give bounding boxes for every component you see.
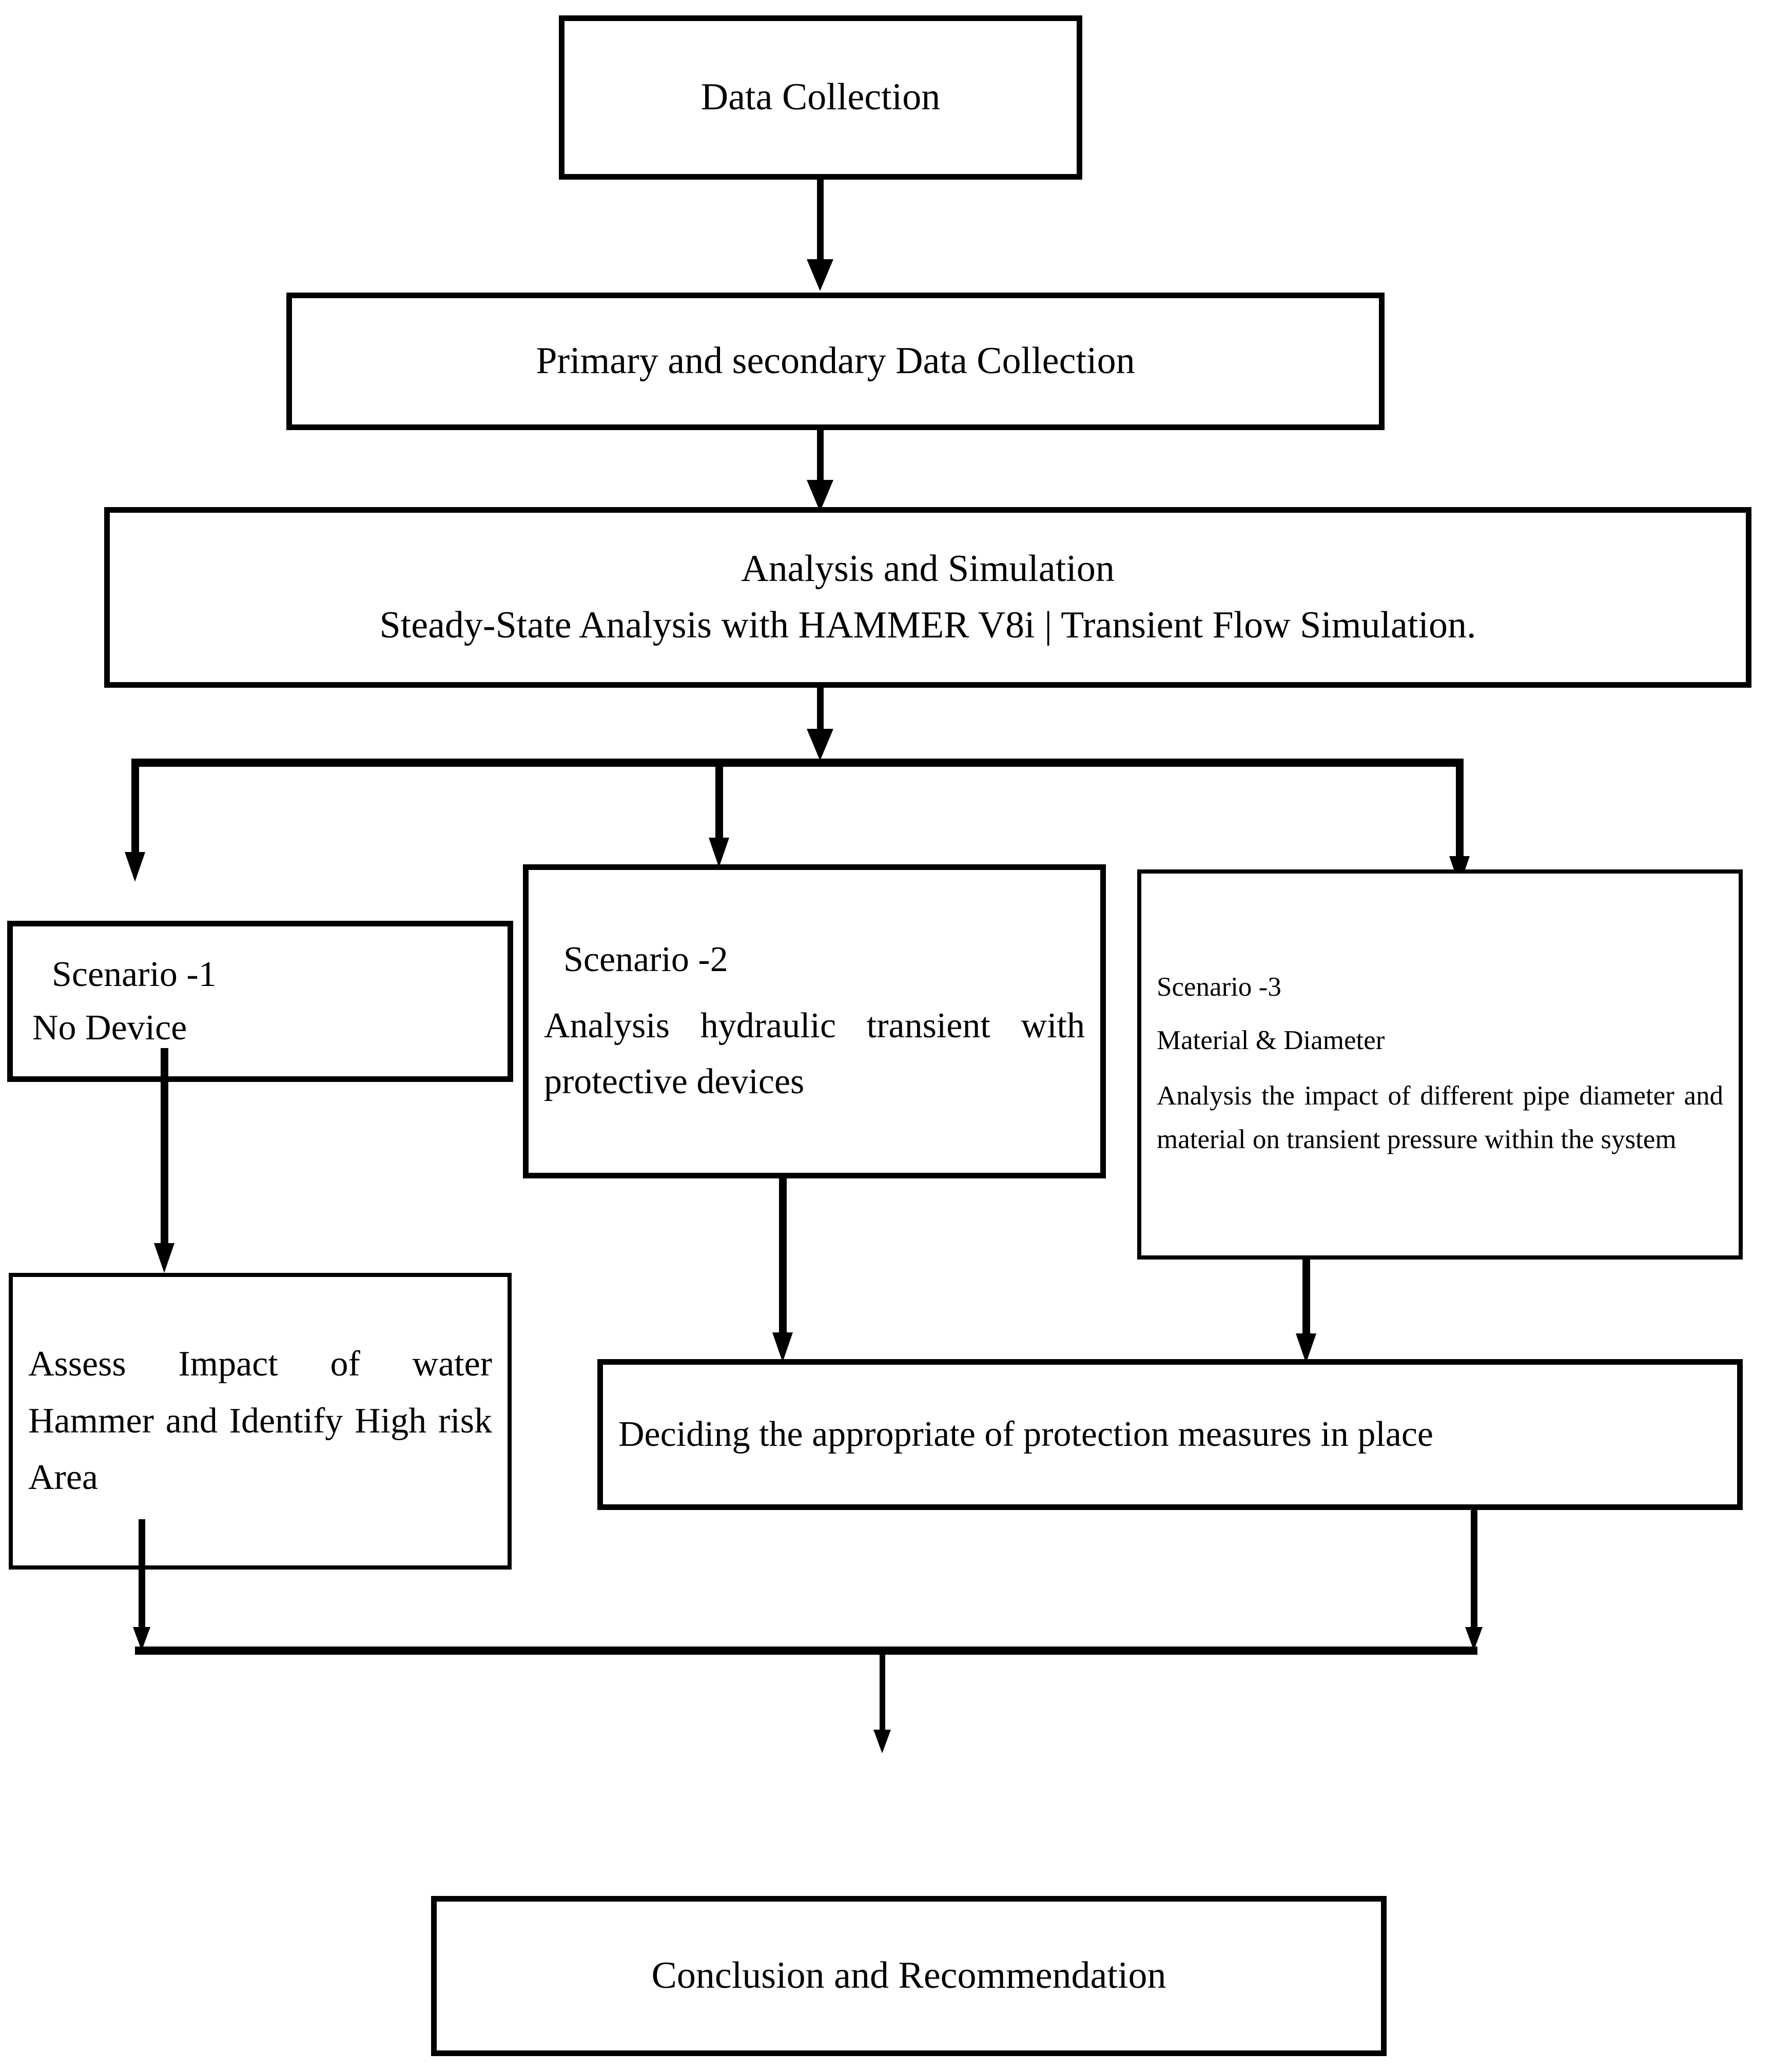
edge-scenario3-to-deciding-line xyxy=(1302,1257,1310,1337)
edge-merge-to-conclusion-line xyxy=(880,1651,885,1740)
node-scenario-3-line-2: Material & Diameter xyxy=(1157,1025,1385,1056)
node-analysis-simulation[interactable]: Analysis and Simulation Steady-State Ana… xyxy=(104,507,1751,688)
node-data-collection[interactable]: Data Collection xyxy=(559,15,1082,180)
edge-assess-to-merge-line xyxy=(139,1519,145,1640)
edge-deciding-to-merge-arrowhead xyxy=(1465,1627,1483,1651)
edge-analysis-to-bar-line xyxy=(817,688,824,734)
node-scenario-2-line-2: Analysis hydraulic transient with protec… xyxy=(544,1005,1094,1101)
edge-bar-to-scenario3-line xyxy=(1456,759,1464,861)
edge-bar-to-scenario1-line xyxy=(131,759,139,861)
node-scenario-1-line-1: Scenario -1 xyxy=(52,955,217,995)
branch-distribution-bar xyxy=(131,759,1464,767)
edge-primary-to-analysis-line xyxy=(817,429,824,485)
edge-scenario2-to-deciding-arrowhead xyxy=(772,1332,793,1362)
node-data-collection-line-1: Data Collection xyxy=(700,76,941,119)
node-scenario-1[interactable]: Scenario -1 No Device xyxy=(7,921,513,1082)
node-scenario-2[interactable]: Scenario -2 Analysis hydraulic transient… xyxy=(523,864,1106,1178)
node-assess-impact[interactable]: Assess Impact of water Hammer and Identi… xyxy=(9,1273,512,1570)
node-scenario-2-line-1: Scenario -2 xyxy=(563,940,728,980)
node-conclusion[interactable]: Conclusion and Recommendation xyxy=(431,1896,1387,2056)
edge-scenario1-to-assess-line xyxy=(161,1048,168,1246)
edge-scenario1-to-assess-arrowhead xyxy=(154,1243,174,1273)
node-scenario-1-line-2: No Device xyxy=(32,1008,187,1048)
edge-data-to-primary-arrowhead xyxy=(807,259,833,291)
merge-bar xyxy=(135,1647,1477,1655)
edge-analysis-to-bar-arrowhead xyxy=(807,729,833,761)
node-analysis-simulation-line-2: Steady-State Analysis with HAMMER V8i | … xyxy=(379,604,1476,646)
node-conclusion-line-1: Conclusion and Recommendation xyxy=(651,1954,1166,1997)
edge-data-to-primary-line xyxy=(817,177,824,264)
edge-primary-to-analysis-arrowhead xyxy=(807,480,833,512)
edge-bar-to-scenario1-arrowhead xyxy=(125,852,145,882)
node-deciding-protection-line-1: Deciding the appropriate of protection m… xyxy=(618,1415,1433,1455)
node-scenario-3-line-3: Analysis the impact of different pipe di… xyxy=(1157,1080,1730,1155)
node-deciding-protection[interactable]: Deciding the appropriate of protection m… xyxy=(597,1359,1743,1510)
node-primary-secondary-line-1: Primary and secondary Data Collection xyxy=(536,340,1135,382)
node-primary-secondary[interactable]: Primary and secondary Data Collection xyxy=(286,293,1385,430)
edge-deciding-to-merge-line xyxy=(1471,1509,1477,1640)
edge-scenario3-to-deciding-arrowhead xyxy=(1296,1333,1316,1363)
node-analysis-simulation-line-1: Analysis and Simulation xyxy=(741,548,1115,590)
node-scenario-3-line-1: Scenario -3 xyxy=(1157,972,1281,1002)
node-scenario-3[interactable]: Scenario -3 Material & Diameter Analysis… xyxy=(1137,869,1743,1260)
edge-bar-to-scenario2-arrowhead xyxy=(709,838,729,867)
edge-assess-to-merge-arrowhead xyxy=(133,1627,150,1651)
node-assess-impact-line-1: Assess Impact of water Hammer and Identi… xyxy=(28,1344,501,1498)
edge-bar-to-scenario2-line xyxy=(715,759,723,841)
edge-scenario2-to-deciding-line xyxy=(779,1176,787,1335)
edge-merge-to-conclusion-arrowhead xyxy=(873,1730,891,1753)
